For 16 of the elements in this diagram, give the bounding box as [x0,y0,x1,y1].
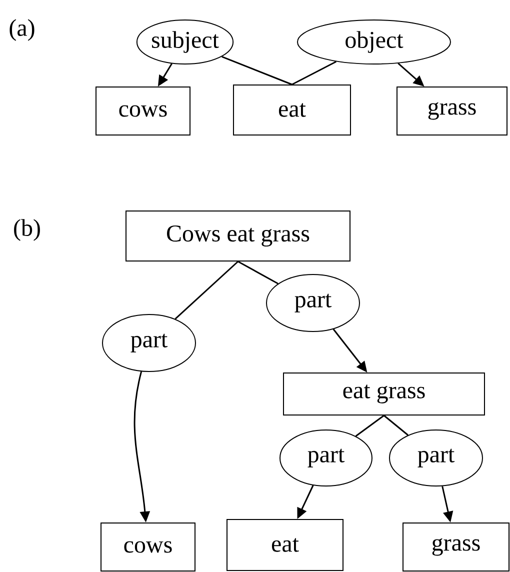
word-box: eat [226,519,344,571]
word-box: eat [233,84,351,136]
word-box: cows [96,86,190,136]
word-box: grass [402,522,510,572]
panel-label: (a) [10,19,34,41]
word-box: eat grass [283,372,485,416]
word-box: Cows eat grass [126,210,350,262]
connector-line [292,60,337,86]
connector-line [222,56,292,86]
panel-label: (b) [14,219,40,241]
word-box: cows [100,522,196,572]
connector-line [384,414,408,436]
connector-line [238,260,278,284]
connector-line [174,260,238,320]
connector-line [355,414,384,437]
word-box: grass [396,86,508,136]
